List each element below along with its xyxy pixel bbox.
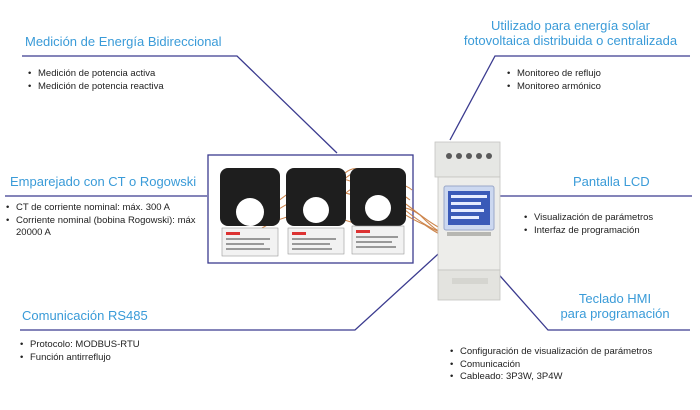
list-item: Monitoreo armónico: [505, 81, 601, 94]
list-bidirectional: Medición de potencia activa Medición de …: [26, 68, 164, 93]
title-solar: Utilizado para energía solar fotovoltaic…: [448, 18, 693, 48]
title-ct: Emparejado con CT o Rogowski: [10, 174, 197, 189]
list-hmi: Configuración de visualización de paráme…: [448, 346, 652, 384]
ct-sensor-1: [220, 168, 280, 257]
list-item: Monitoreo de reflujo: [505, 68, 601, 81]
list-solar: Monitoreo de reflujo Monitoreo armónico: [505, 68, 601, 93]
list-item: Configuración de visualización de paráme…: [448, 346, 652, 359]
list-ct: CT de corriente nominal: máx. 300 A Corr…: [4, 202, 204, 240]
title-solar-line2: fotovoltaica distribuida o centralizada: [463, 33, 678, 48]
list-item: Función antirreflujo: [18, 352, 140, 365]
list-item: CT de corriente nominal: máx. 300 A: [4, 202, 204, 215]
title-hmi: Teclado HMI para programación: [540, 291, 690, 321]
title-solar-line1: Utilizado para energía solar: [491, 18, 650, 33]
title-hmi-line1: Teclado HMI: [578, 291, 652, 306]
list-item: Cableado: 3P3W, 3P4W: [448, 371, 652, 384]
list-item: Visualización de parámetros: [522, 212, 653, 225]
list-item: Interfaz de programación: [522, 225, 653, 238]
ct-sensor-3: [350, 168, 406, 255]
title-bidirectional: Medición de Energía Bidireccional: [25, 34, 222, 49]
list-item: Corriente nominal (bobina Rogowski): máx…: [4, 215, 204, 240]
connector-solar: [449, 55, 690, 141]
energy-meter: [434, 141, 501, 301]
list-lcd: Visualización de parámetros Interfaz de …: [522, 212, 653, 237]
list-item: Medición de potencia activa: [26, 68, 164, 81]
list-item: Medición de potencia reactiva: [26, 81, 164, 94]
connector-rs485: [20, 244, 449, 331]
list-item: Comunicación: [448, 359, 652, 372]
title-hmi-line2: para programación: [560, 306, 670, 321]
list-item: Protocolo: MODBUS-RTU: [18, 339, 140, 352]
connector-bidirectional: [22, 55, 338, 154]
ct-sensor-2: [286, 168, 346, 255]
list-rs485: Protocolo: MODBUS-RTU Función antirreflu…: [18, 339, 140, 364]
title-lcd: Pantalla LCD: [573, 174, 650, 189]
title-rs485: Comunicación RS485: [22, 308, 148, 323]
